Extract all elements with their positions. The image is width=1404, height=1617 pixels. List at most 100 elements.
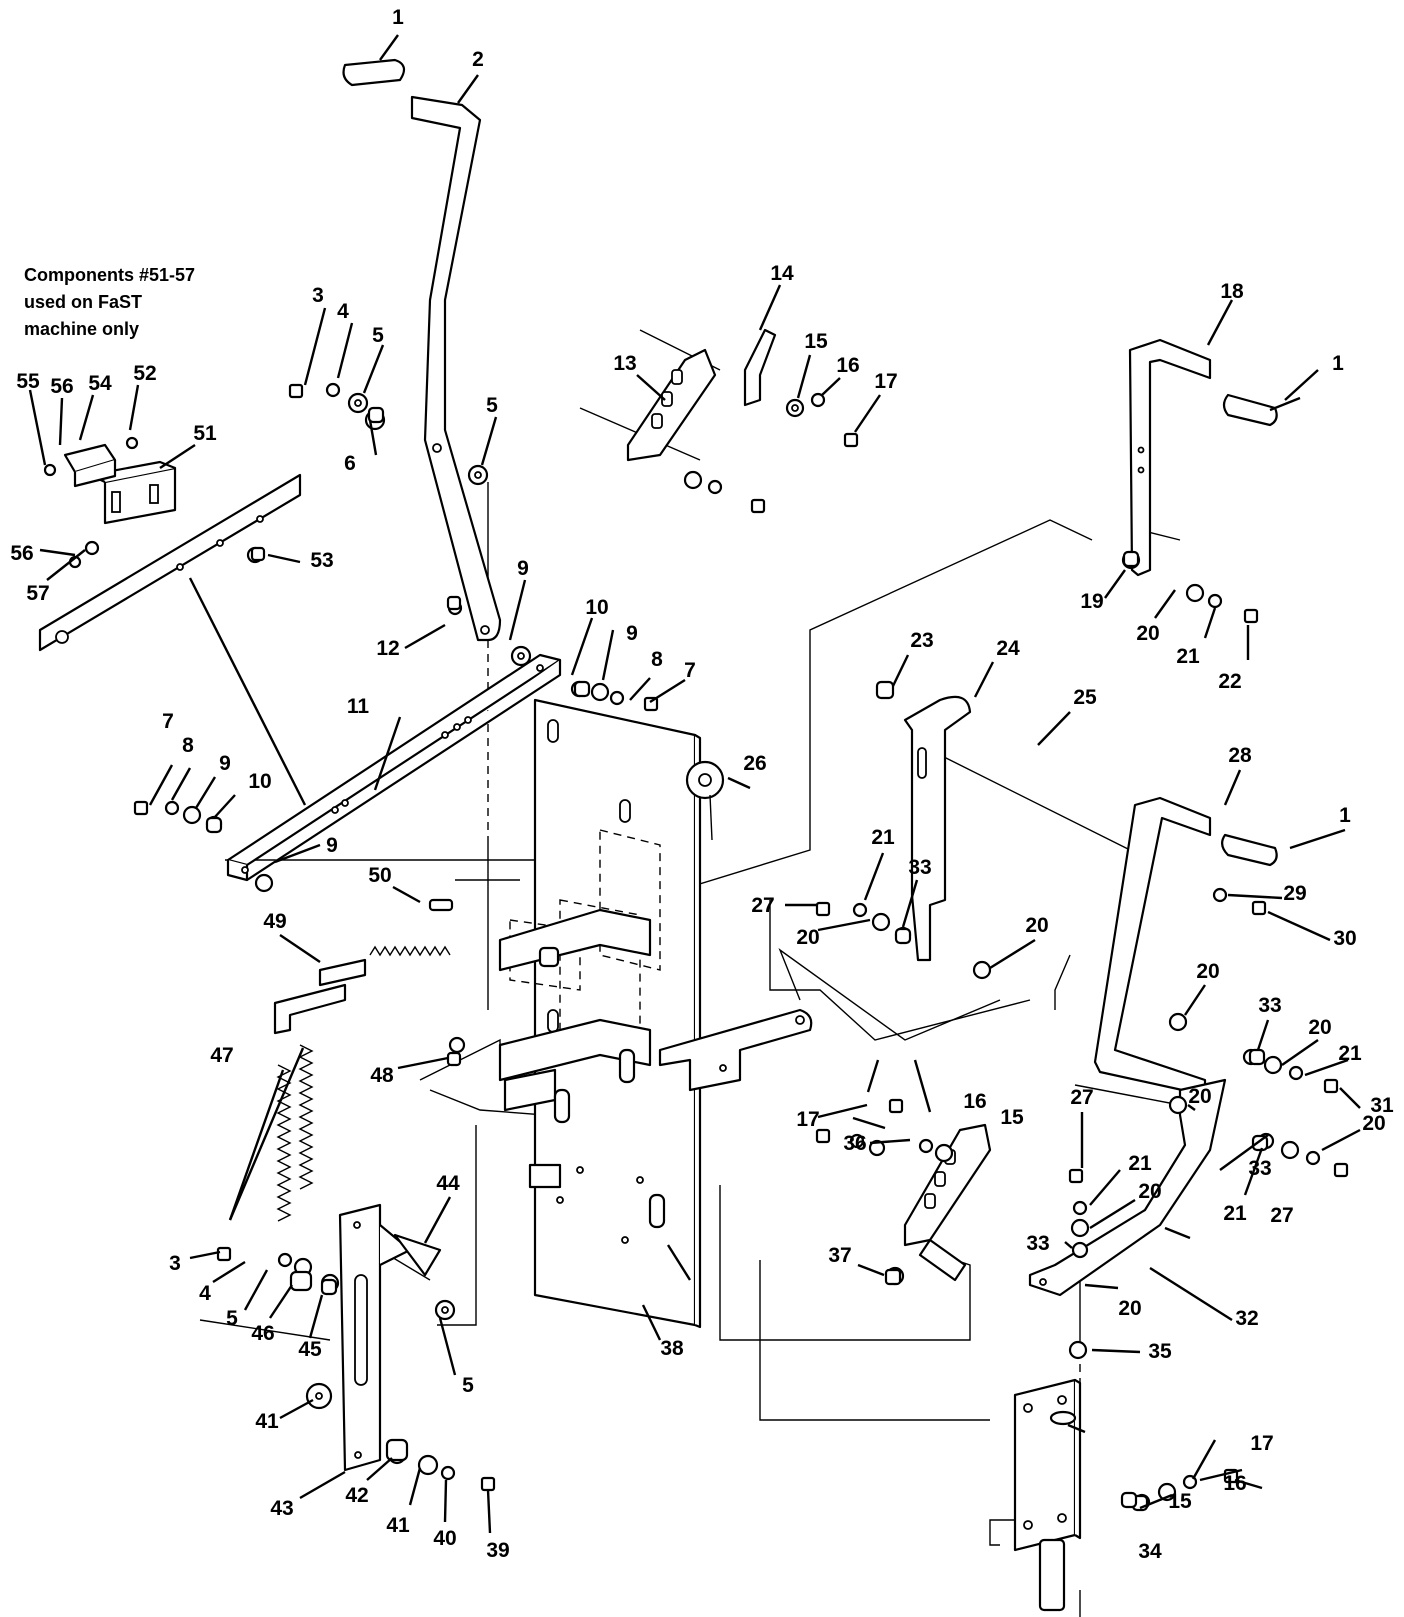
part-1-grip-right-b [1221,833,1278,867]
callout: 15 [1000,1106,1024,1129]
callout: 33 [908,856,931,879]
fast-machine-note: Components #51-57 used on FaST machine o… [24,262,264,343]
part-50-spring [369,945,451,957]
callout: 3 [169,1252,181,1275]
part-shaft [1038,1538,1066,1612]
callout: 27 [751,894,774,917]
callout: 39 [486,1539,509,1562]
callout-labels: 1 2 3 4 5 5 6 7 8 9 10 9 8 7 9 10 9 11 1… [10,6,1394,1563]
part-14-clip [743,328,777,407]
note-line: used on FaST [24,292,143,312]
callout: 20 [1138,1180,1161,1203]
callout: 24 [996,637,1020,660]
callout: 47 [210,1044,233,1067]
part-2-lever [410,95,502,642]
callout: 9 [626,622,638,645]
callout: 50 [368,864,391,887]
callout: 15 [804,330,828,353]
callout: 21 [1338,1042,1362,1065]
part-32-lever [1028,1078,1227,1297]
callout: 38 [660,1337,684,1360]
callout: 2 [472,48,484,71]
callout: 8 [651,648,663,671]
callout: 17 [796,1108,819,1131]
callout: 19 [1080,590,1103,613]
callout: 35 [1148,1340,1172,1363]
callout: 43 [270,1497,293,1520]
callout: 33 [1258,994,1281,1017]
callout-arrows [28,34,1361,1534]
callout: 5 [462,1374,474,1397]
callout: 34 [1138,1540,1162,1563]
callout: 5 [372,324,384,347]
callout: 10 [585,596,608,619]
callout: 29 [1283,882,1306,905]
callout: 5 [226,1307,238,1330]
callout: 21 [871,826,895,849]
part-fast-bar [38,473,302,652]
callout: 7 [684,659,696,682]
callout: 31 [1370,1094,1394,1117]
callout: 21 [1128,1152,1152,1175]
callout: 7 [162,710,174,733]
callout: 42 [345,1484,368,1507]
callout: 21 [1223,1202,1247,1225]
callout: 54 [88,372,112,395]
note-line: Components #51-57 [24,265,196,285]
callout: 46 [251,1322,274,1345]
callout: 20 [1188,1085,1211,1108]
callout: 49 [263,910,286,933]
callout: 22 [1218,670,1241,693]
callout: 30 [1333,927,1356,950]
callout: 1 [392,6,404,29]
callout: 9 [219,752,231,775]
callout: 20 [1362,1112,1385,1135]
callout: 9 [517,557,529,580]
callout: 1 [1339,804,1351,827]
part-38-plate [533,698,697,1327]
callout: 36 [843,1132,866,1155]
callout: 26 [743,752,766,775]
part-plate-arm [658,1008,813,1092]
callout: 16 [836,354,859,377]
callout: 57 [26,582,49,605]
part-outlines [38,58,1278,1612]
callout: 20 [1308,1016,1331,1039]
callout: 10 [248,770,271,793]
part-47-spring-b [298,1044,314,1190]
callout: 27 [1270,1204,1293,1227]
callout: 21 [1176,645,1200,668]
callout: 33 [1248,1157,1271,1180]
callout: 53 [310,549,333,572]
note-line: machine only [24,319,140,339]
callout: 3 [312,284,324,307]
callout: 32 [1235,1307,1258,1330]
callout: 25 [1073,686,1097,709]
part-28-handle [1093,796,1212,1097]
callout: 9 [326,834,338,857]
callout: 41 [386,1514,410,1537]
callout: 16 [963,1090,986,1113]
callout: 4 [337,300,349,323]
part-1-grip [342,58,406,87]
callout: 16 [1223,1472,1246,1495]
hardware [43,382,1349,1512]
callout: 23 [910,629,933,652]
callout: 51 [193,422,217,445]
callout: 55 [16,370,40,393]
callout: 52 [133,362,156,385]
callout: 5 [486,394,498,417]
callout: 56 [10,542,33,565]
callout: 14 [770,262,794,285]
part-18-handle [1128,338,1212,577]
callout: 20 [1025,914,1048,937]
part-49 [273,983,347,1035]
part-36-bracket [903,1123,992,1247]
callout: 18 [1220,280,1244,303]
callout: 40 [433,1527,456,1550]
callout: 45 [298,1338,322,1361]
callout: 20 [1136,622,1159,645]
callout: 15 [1168,1490,1192,1513]
